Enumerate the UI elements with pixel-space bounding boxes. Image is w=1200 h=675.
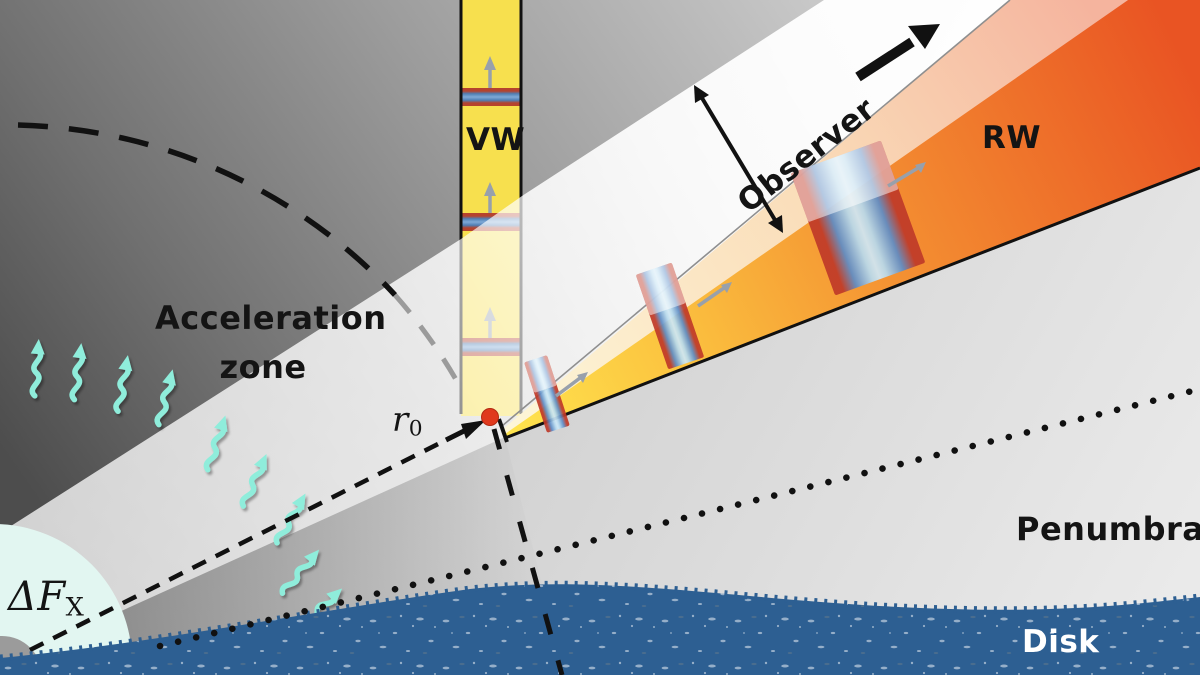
cone-bottom-edge <box>504 166 1200 440</box>
column-clump-stripe <box>461 88 522 106</box>
clump-cylinder-large <box>791 141 925 295</box>
cone-top-edge <box>501 0 1011 427</box>
xray-flux-label: ΔFX <box>8 574 84 622</box>
r0-symbol: r <box>392 400 409 440</box>
accretion-disk <box>0 580 1200 675</box>
acceleration-zone-line1: Acceleration <box>155 299 387 337</box>
launch-radius-label: r0 <box>392 400 423 442</box>
source-flash-halo <box>0 524 132 675</box>
r0-subscript: 0 <box>408 416 424 442</box>
beam-width-double-arrow <box>694 85 783 233</box>
launch-point-dot <box>481 408 499 426</box>
xray-light-beam <box>0 0 1012 666</box>
launch-radius-arrow <box>28 420 486 653</box>
disk-label: Disk <box>1022 624 1100 660</box>
clump-motion-arrows <box>554 162 926 398</box>
acceleration-zone-line2: zone <box>219 348 307 386</box>
clump-cylinder-small <box>524 355 570 433</box>
observer-direction-arrow <box>855 24 940 82</box>
acceleration-arc-dashed-faded <box>393 293 461 385</box>
vertical-wind-label: VW <box>466 122 526 158</box>
column-left-border <box>459 0 463 414</box>
shadow-region-upper <box>0 0 824 533</box>
penumbra-label: Penumbra <box>1016 510 1200 548</box>
cone-apex-edge <box>497 418 509 443</box>
delta-fx-symbol: ΔF <box>8 574 66 620</box>
wind-clumps <box>524 141 926 433</box>
disk-rough-edge <box>0 580 1200 662</box>
clump-cylinder-medium <box>636 263 704 369</box>
delta-fx-subscript: X <box>65 592 85 623</box>
acceleration-arc-dashed <box>17 122 398 297</box>
radial-wind-label: RW <box>982 120 1042 156</box>
axis-dashed-line <box>491 428 565 675</box>
acceleration-zone-label: Acceleration zone <box>155 294 387 392</box>
